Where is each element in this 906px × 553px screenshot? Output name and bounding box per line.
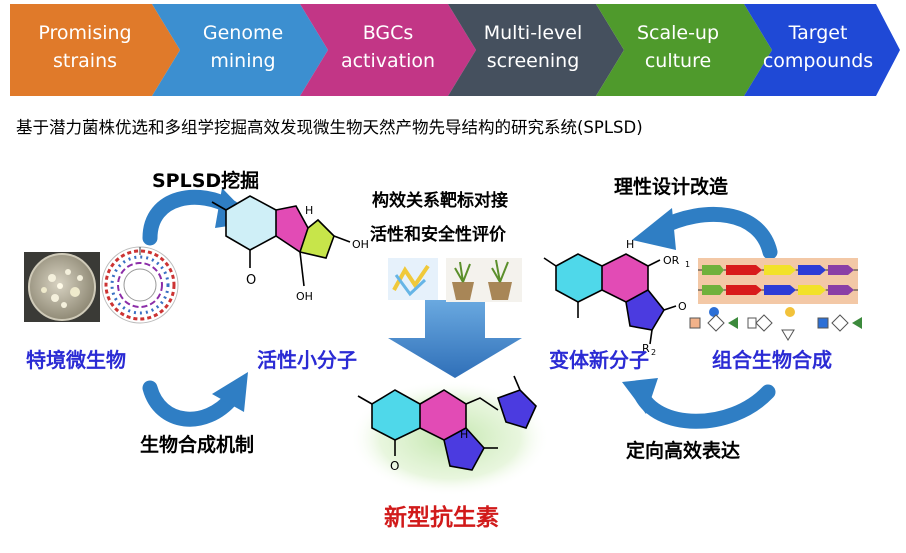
right-mol-o: O — [678, 300, 687, 313]
gene-cluster-image — [698, 258, 858, 304]
step-scale-up-culture — [596, 4, 772, 96]
variant-molecule-structure — [543, 253, 677, 345]
right-mol-h: H — [626, 238, 634, 251]
right-bottom-cycle-arrow — [622, 378, 776, 429]
left-mol-oh2: OH — [296, 290, 313, 303]
step-5-line2: culture — [645, 50, 711, 72]
step-4-line2: screening — [487, 50, 580, 72]
step-6-line2: compounds — [763, 50, 873, 72]
step-multi-level-screening — [448, 4, 624, 96]
step-1-line1: Promising — [38, 22, 131, 44]
splsd-mining-label: SPLSD挖掘 — [152, 170, 260, 192]
building-block-icons — [689, 307, 862, 341]
step-bgcs-activation — [300, 4, 476, 96]
step-1-line2: strains — [53, 50, 117, 72]
center-mol-o: O — [390, 459, 399, 473]
central-down-arrow — [388, 300, 522, 378]
right-mol-r: R — [642, 342, 650, 355]
step-2-line2: mining — [210, 50, 275, 72]
step-4-line1: Multi-level — [484, 22, 582, 44]
directed-expression-label: 定向高效表达 — [626, 440, 741, 462]
new-antibiotic-label: 新型抗生素 — [384, 505, 499, 531]
left-mol-h: H — [305, 204, 313, 217]
step-6-line1: Target — [788, 22, 848, 44]
step-3-line1: BGCs — [363, 22, 414, 44]
right-top-cycle-arrow — [632, 206, 778, 260]
step-promising-strains — [10, 4, 180, 96]
step-5-line1: Scale-up — [637, 22, 719, 44]
active-small-molecule-label: 活性小分子 — [257, 348, 357, 372]
docking-image — [388, 258, 438, 300]
subtitle: 基于潜力菌株优选和多组学挖掘高效发现微生物天然产物先导结构的研究系统(SPLSD… — [16, 118, 643, 137]
plant-assay-image — [446, 258, 522, 302]
biosynthesis-mechanism-label: 生物合成机制 — [140, 434, 255, 456]
step-target-compounds — [744, 4, 900, 96]
sar-docking-label: 构效关系靶标对接 — [372, 191, 508, 211]
right-mol-r-sub: 2 — [651, 348, 656, 357]
active-small-molecule-structure — [211, 195, 351, 287]
step-genome-mining — [152, 4, 328, 96]
extreme-microbe-label: 特境微生物 — [26, 348, 126, 372]
right-mol-or: OR — [663, 254, 680, 267]
step-2-line1: Genome — [203, 22, 283, 44]
variant-molecule-label: 变体新分子 — [549, 348, 649, 372]
new-antibiotic-structure — [357, 375, 537, 471]
pipeline-chevrons: Promising strains Genome mining BGCs act… — [10, 4, 900, 96]
genome-map-image — [101, 246, 179, 324]
petri-dish-image — [24, 252, 100, 322]
left-mol-oh1: OH — [352, 238, 369, 251]
combinatorial-biosynthesis-label: 组合生物合成 — [712, 348, 832, 372]
right-mol-or-sub: 1 — [685, 260, 690, 269]
activity-safety-label: 活性和安全性评价 — [370, 225, 506, 245]
step-3-line2: activation — [341, 50, 435, 72]
rational-design-label: 理性设计改造 — [614, 176, 729, 198]
left-bottom-cycle-arrow — [142, 372, 248, 427]
left-mol-o: O — [246, 273, 256, 288]
center-mol-h: H — [460, 428, 468, 441]
